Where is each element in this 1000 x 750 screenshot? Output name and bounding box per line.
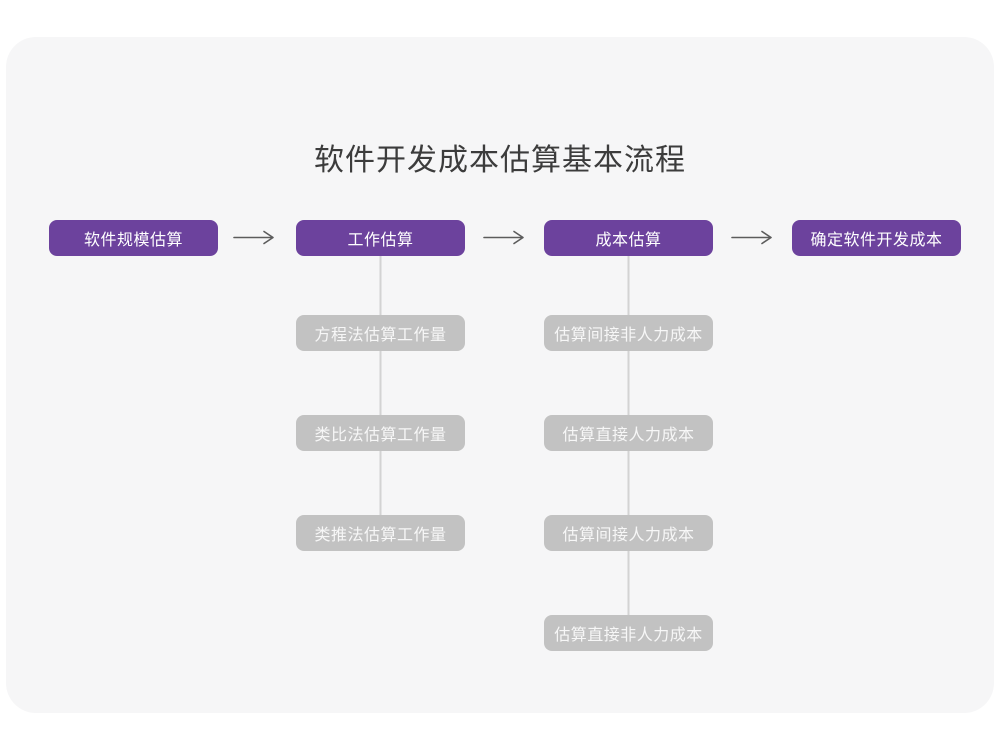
cost-item-node-indirect-non-labor: 估算间接非人力成本: [544, 315, 713, 351]
flow-arrow-2: [483, 230, 524, 245]
work-method-node-extrapolation: 类推法估算工作量: [296, 515, 465, 551]
stage-node-cost-estimation: 成本估算: [544, 220, 713, 256]
work-method-node-equation: 方程法估算工作量: [296, 315, 465, 351]
stage-node-scale-estimation: 软件规模估算: [49, 220, 218, 256]
diagram-title: 软件开发成本估算基本流程: [314, 144, 686, 177]
stage-node-work-estimation: 工作估算: [296, 220, 465, 256]
flow-arrow-3: [731, 230, 772, 245]
cost-item-node-indirect-labor: 估算间接人力成本: [544, 515, 713, 551]
diagram-canvas: 软件开发成本估算基本流程 软件规模估算 工作估算 成本估算 确定软件开发成本: [6, 37, 994, 713]
cost-item-node-direct-labor: 估算直接人力成本: [544, 415, 713, 451]
cost-item-node-direct-non-labor: 估算直接非人力成本: [544, 615, 713, 651]
flow-arrow-1: [233, 230, 274, 245]
work-method-node-analogy: 类比法估算工作量: [296, 415, 465, 451]
stage-node-final-cost: 确定软件开发成本: [792, 220, 961, 256]
